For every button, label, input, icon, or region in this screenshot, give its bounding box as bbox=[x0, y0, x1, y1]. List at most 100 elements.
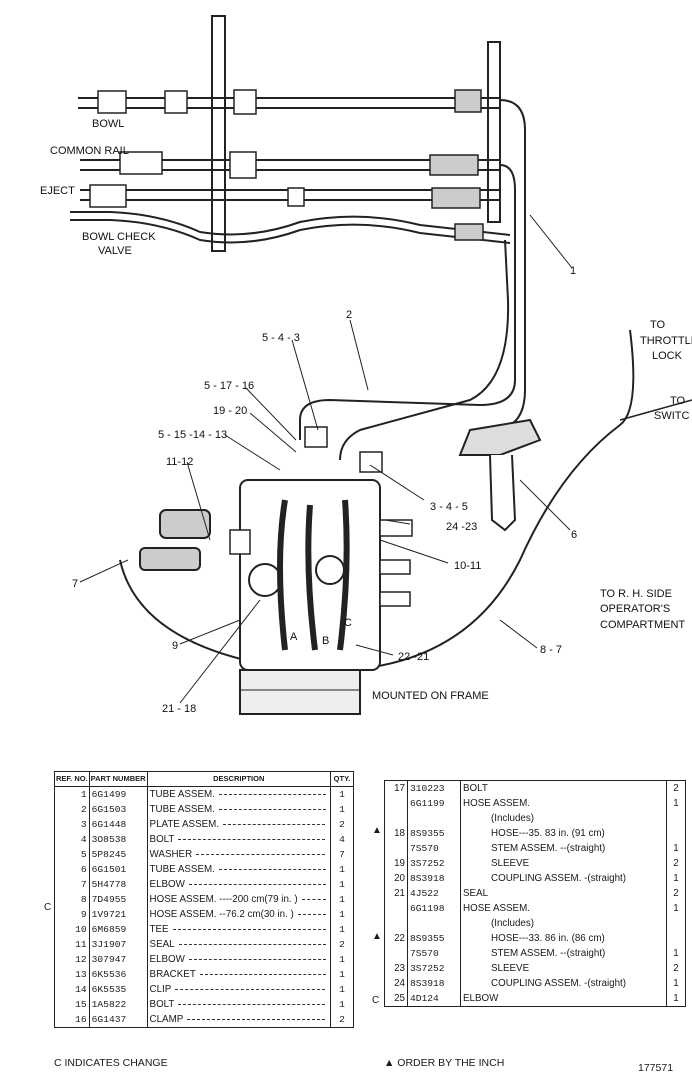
leader-dashes bbox=[297, 913, 326, 915]
row-description: WASHER bbox=[147, 847, 332, 862]
row-description: TUBE ASSEM. bbox=[147, 786, 332, 802]
row-ref: 11 bbox=[54, 937, 90, 952]
callout-19-20: 19 - 20 bbox=[213, 405, 247, 417]
row-description-text: TUBE ASSEM. bbox=[149, 789, 215, 800]
row-qty: 2 bbox=[673, 783, 679, 794]
row-qty: 4 bbox=[339, 834, 345, 845]
row-description-text: TEE bbox=[149, 924, 169, 935]
row-part-number: 3O8538 bbox=[89, 832, 148, 847]
row-description: SEAL bbox=[460, 886, 667, 901]
row-qty: 1 bbox=[339, 999, 345, 1010]
row-part-number: 6G1503 bbox=[89, 802, 148, 817]
row-part-number: 6G1199 bbox=[407, 796, 461, 811]
row-description-text: SEAL bbox=[149, 939, 175, 950]
row-description-text: HOSE ASSEM. ----200 cm(79 in. ) bbox=[149, 894, 298, 905]
leader-dashes bbox=[178, 943, 326, 945]
row-qty: 1 bbox=[339, 894, 345, 905]
row-part-number: 5H4778 bbox=[89, 877, 148, 892]
row-description: CLIP bbox=[147, 982, 332, 997]
row-ref: 8 bbox=[54, 892, 90, 907]
label-bowl-check-valve: VALVE bbox=[98, 245, 132, 257]
row-qty: 1 bbox=[339, 804, 345, 815]
row-description: ELBOW bbox=[147, 952, 332, 967]
row-ref: 17 bbox=[384, 780, 408, 796]
callout-5-17-16: 5 - 17 - 16 bbox=[204, 380, 254, 392]
row-part-number bbox=[407, 811, 461, 826]
row-description: (Includes) bbox=[460, 811, 667, 826]
row-description: CLAMP bbox=[147, 1012, 332, 1028]
row-description-text: BOLT bbox=[149, 999, 175, 1010]
row-qty: 1 bbox=[339, 954, 345, 965]
callout-6: 6 bbox=[571, 529, 577, 541]
leader-dashes bbox=[301, 898, 326, 900]
tube-eject bbox=[80, 184, 500, 209]
row-part-number: 6G1501 bbox=[89, 862, 148, 877]
leader-dashes bbox=[218, 793, 326, 795]
row-ref: 22 bbox=[384, 931, 408, 946]
row-description: BOLT bbox=[147, 832, 332, 847]
callout-22-21: 22 -21 bbox=[398, 651, 429, 663]
row-part-number: 6K5536 bbox=[89, 967, 148, 982]
row-ref: 1 bbox=[54, 786, 90, 802]
label-to-rh-side-2: OPERATOR'S bbox=[600, 603, 670, 615]
order-marker-row-18: ▲ bbox=[372, 825, 382, 836]
row-ref: 5 bbox=[54, 847, 90, 862]
callout-10-11: 10-11 bbox=[454, 560, 481, 572]
callout-5-4-3: 5 - 4 - 3 bbox=[262, 332, 300, 344]
row-ref: 21 bbox=[384, 886, 408, 901]
leader-dashes bbox=[218, 868, 326, 870]
row-description: SLEEVE bbox=[460, 856, 667, 871]
row-ref: 3 bbox=[54, 817, 90, 832]
row-qty: 2 bbox=[339, 939, 345, 950]
row-ref: 25 bbox=[384, 991, 408, 1007]
row-qty: 1 bbox=[673, 948, 679, 959]
callout-11-12: 11-12 bbox=[166, 456, 193, 468]
row-qty: 2 bbox=[339, 1014, 345, 1025]
row-part-number: 307947 bbox=[89, 952, 148, 967]
pump-assembly bbox=[139, 479, 413, 715]
row-description: BOLT bbox=[460, 780, 667, 796]
callout-2: 2 bbox=[346, 309, 352, 321]
leader-dashes bbox=[199, 973, 326, 975]
leader-dashes bbox=[223, 823, 326, 825]
row-part-number: 8S3918 bbox=[407, 976, 461, 991]
row-qty bbox=[667, 916, 686, 931]
header-description: DESCRIPTION bbox=[147, 771, 332, 787]
row-part-number: 5P8245 bbox=[89, 847, 148, 862]
row-description-text: TUBE ASSEM. bbox=[149, 864, 215, 875]
row-part-number: 6G1198 bbox=[407, 901, 461, 916]
row-description: STEM ASSEM. --(straight) bbox=[460, 841, 667, 856]
label-common-rail: COMMON RAIL bbox=[50, 145, 129, 157]
row-part-number: 310223 bbox=[407, 780, 461, 796]
row-part-number: 6K5535 bbox=[89, 982, 148, 997]
change-note: C INDICATES CHANGE bbox=[54, 1057, 168, 1069]
row-part-number: 3J1907 bbox=[89, 937, 148, 952]
row-qty: 1 bbox=[673, 798, 679, 809]
row-description: (Includes) bbox=[460, 916, 667, 931]
row-qty: 1 bbox=[673, 843, 679, 854]
row-description: ELBOW bbox=[147, 877, 332, 892]
callout-24-23: 24 -23 bbox=[446, 521, 477, 533]
label-bowl-check: BOWL CHECK bbox=[82, 231, 156, 243]
row-part-number: 8S9355 bbox=[407, 826, 461, 841]
leader-dashes bbox=[188, 958, 326, 960]
header-qty: QTY. bbox=[330, 771, 354, 787]
row-part-number: 7D4955 bbox=[89, 892, 148, 907]
row-part-number: 8S9355 bbox=[407, 931, 461, 946]
parts-table-header: REF. NO. PART NUMBER DESCRIPTION QTY. bbox=[54, 771, 354, 787]
row-qty: 2 bbox=[339, 819, 345, 830]
callout-8-7: 8 - 7 bbox=[540, 644, 562, 656]
row-part-number: 6G1448 bbox=[89, 817, 148, 832]
row-description: HOSE ASSEM. bbox=[460, 901, 667, 916]
